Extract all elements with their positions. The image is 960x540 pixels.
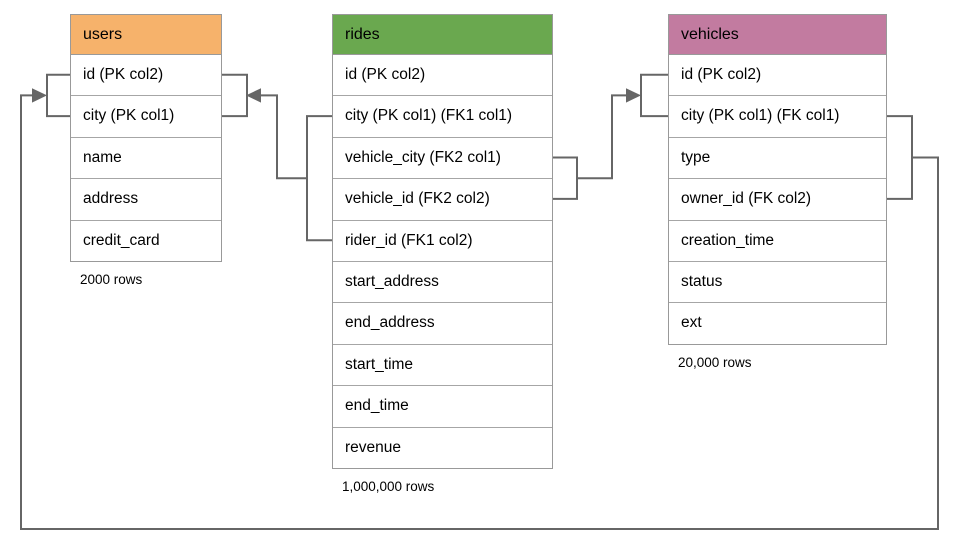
table-vehicles-column-status: status	[669, 260, 886, 303]
table-users-column-id: id (PK col2)	[71, 54, 221, 96]
table-rides-column-end-time: end_time	[333, 385, 552, 427]
table-rides-column-revenue: revenue	[333, 426, 552, 468]
table-rides-header: rides	[333, 15, 552, 54]
table-vehicles-row-count: 20,000 rows	[678, 354, 752, 370]
rides-right-bracket	[553, 156, 578, 200]
table-rides-column-id: id (PK col2)	[333, 54, 552, 96]
connector-rides-to-vehicles	[553, 73, 668, 200]
fk1-shaft	[261, 94, 307, 180]
table-users-header: users	[71, 15, 221, 54]
table-users-row-count: 2000 rows	[80, 271, 143, 287]
table-rides-box: rides id (PK col2) city (PK col1) (FK1 c…	[332, 14, 553, 469]
fk2-shaft	[577, 94, 626, 180]
fk1-arrowhead-left-icon	[246, 88, 261, 103]
users-left-bracket	[46, 73, 70, 118]
table-users-column-name: name	[71, 136, 221, 179]
fk-arrowhead-right-icon	[32, 88, 47, 103]
table-users-column-city: city (PK col1)	[71, 95, 221, 137]
table-rides-column-end-address: end_address	[333, 302, 552, 344]
table-rides-column-city: city (PK col1) (FK1 col1)	[333, 95, 552, 137]
table-rides-column-start-time: start_time	[333, 343, 552, 386]
table-vehicles-column-creation-time: creation_time	[669, 219, 886, 261]
table-vehicles-column-city: city (PK col1) (FK col1)	[669, 95, 886, 137]
vehicles-left-bracket	[640, 73, 668, 118]
fk2-arrowhead-right-icon	[626, 88, 641, 103]
table-users-box: users id (PK col2) city (PK col1) name a…	[70, 14, 222, 262]
table-vehicles-column-owner-id: owner_id (FK col2)	[669, 178, 886, 220]
table-vehicles-box: vehicles id (PK col2) city (PK col1) (FK…	[668, 14, 887, 345]
table-vehicles: vehicles id (PK col2) city (PK col1) (FK…	[668, 14, 887, 370]
table-rides-row-count: 1,000,000 rows	[342, 478, 435, 494]
connector-rides-to-users	[222, 73, 332, 242]
users-right-bracket	[222, 73, 248, 118]
table-rides: rides id (PK col2) city (PK col1) (FK1 c…	[332, 14, 553, 494]
table-users: users id (PK col2) city (PK col1) name a…	[70, 14, 222, 287]
table-rides-column-rider-id: rider_id (FK1 col2)	[333, 219, 552, 261]
table-vehicles-header: vehicles	[669, 15, 886, 54]
table-rides-column-vehicle-id: vehicle_id (FK2 col2)	[333, 178, 552, 220]
rides-left-bracket	[306, 115, 332, 242]
table-vehicles-column-id: id (PK col2)	[669, 54, 886, 96]
vehicles-right-bracket	[887, 115, 913, 200]
table-vehicles-column-ext: ext	[669, 302, 886, 344]
table-users-column-address: address	[71, 178, 221, 220]
table-vehicles-column-type: type	[669, 136, 886, 179]
table-rides-column-start-address: start_address	[333, 260, 552, 303]
table-users-column-credit-card: credit_card	[71, 219, 221, 261]
table-rides-column-vehicle-city: vehicle_city (FK2 col1)	[333, 136, 552, 179]
